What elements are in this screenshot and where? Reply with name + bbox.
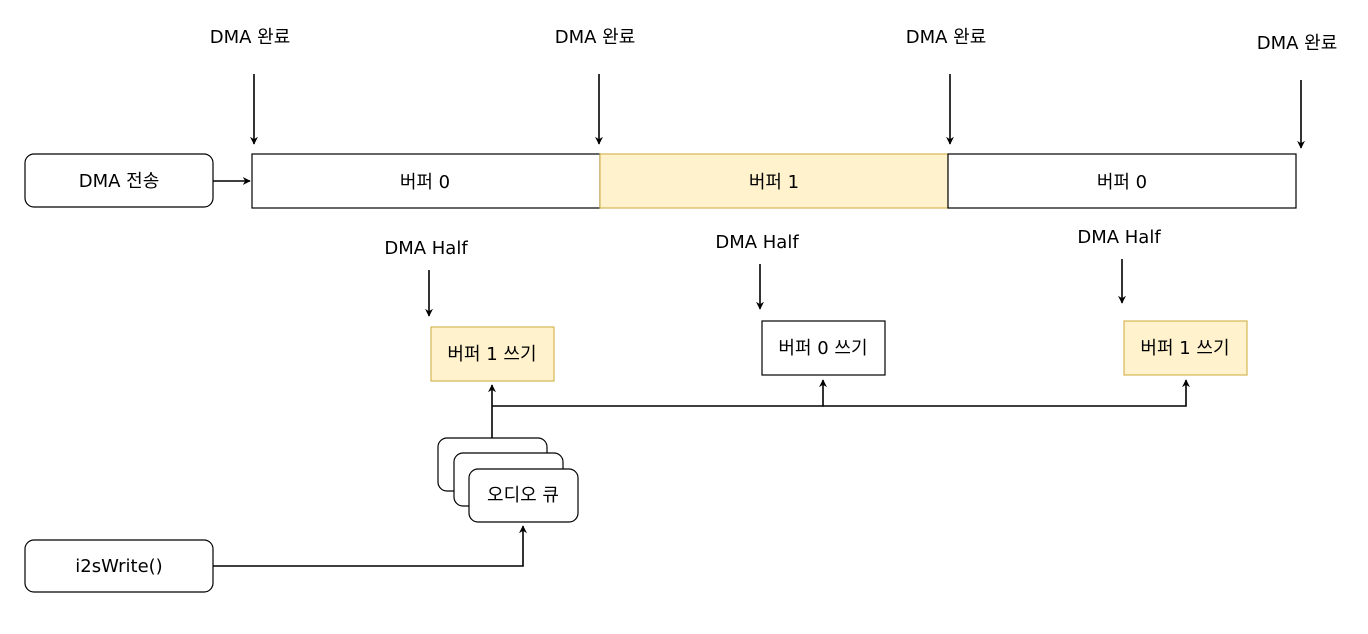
i2s-to-queue-arrow: [213, 525, 527, 567]
write-box-3: 버퍼 1 쓰기: [1123, 320, 1248, 376]
dma-complete-label-1: DMA 완료: [210, 27, 291, 48]
dma-transfer-label: DMA 전송: [79, 171, 160, 192]
audio-queue-label: 오디오 큐: [487, 485, 559, 506]
dma-complete-markers: DMA 완료 DMA 완료 DMA 완료 DMA 완료: [210, 27, 1338, 149]
write-box-label-1: 버퍼 1 쓰기: [447, 344, 536, 365]
i2s-write-label: i2sWrite(): [75, 556, 162, 577]
dma-complete-label-2: DMA 완료: [555, 27, 636, 48]
write-box-1: 버퍼 1 쓰기: [430, 326, 555, 382]
write-box-label-3: 버퍼 1 쓰기: [1140, 338, 1229, 359]
buffer-cell-3: [947, 153, 1297, 209]
dma-half-label-1: DMA Half: [384, 238, 468, 259]
buffer-label-1: 버퍼 0: [400, 172, 450, 193]
dma-complete-label-4: DMA 완료: [1257, 33, 1338, 54]
i2s-write-node: i2sWrite(): [24, 539, 214, 593]
buffer-label-3: 버퍼 0: [1097, 172, 1147, 193]
buffer-cell-1: [251, 153, 601, 209]
dma-half-markers: DMA Half DMA Half DMA Half: [384, 227, 1161, 317]
queue-connectors: [488, 379, 1190, 438]
write-box-2: 버퍼 0 쓰기: [761, 320, 886, 376]
buffer-strip: 버퍼 0 버퍼 1 버퍼 0: [251, 153, 1297, 209]
write-box-label-2: 버퍼 0 쓰기: [778, 338, 867, 359]
audio-queue-stack: 오디오 큐: [437, 437, 579, 523]
buffer-label-2: 버퍼 1: [749, 172, 799, 193]
buffer-cell-2: [599, 153, 949, 209]
dma-transfer-node: DMA 전송: [24, 153, 214, 208]
dma-complete-label-3: DMA 완료: [906, 27, 987, 48]
dma-half-label-3: DMA Half: [1077, 227, 1161, 248]
dma-half-label-2: DMA Half: [715, 232, 799, 253]
